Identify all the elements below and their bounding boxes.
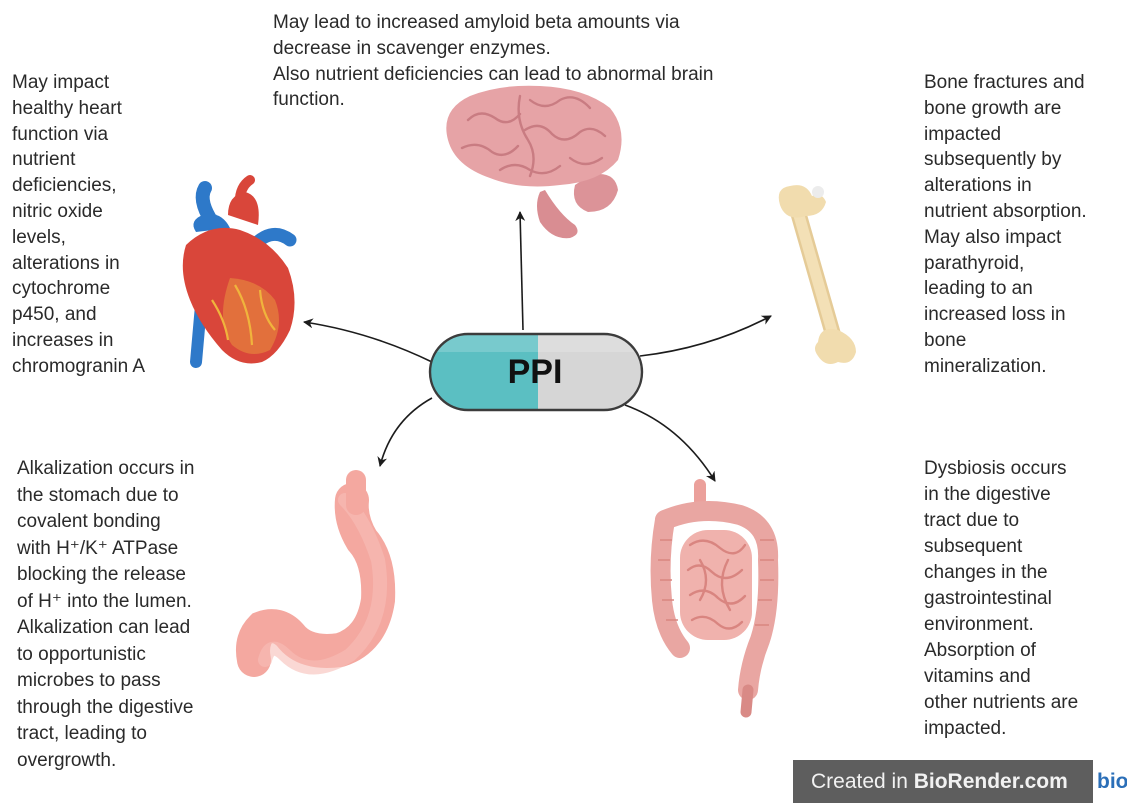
pill-label: PPI [480,350,590,394]
intestine-effect-text: Dysbiosis occurs in the digestive tract … [924,456,1078,742]
badge-brand: BioRender.com [914,770,1068,793]
bone-effect-text: Bone fractures and bone growth are impac… [924,70,1087,380]
arrow-to-brain [520,212,523,330]
brain-effect-text: May lead to increased amyloid beta amoun… [273,10,713,113]
bone-icon [779,185,856,364]
heart-icon [183,180,295,364]
stomach-icon [253,480,380,668]
arrow-to-intestine [625,405,715,481]
biorender-badge[interactable]: Created in BioRender.com bio [793,760,1127,803]
arrow-to-heart [304,322,432,362]
intestine-icon [658,485,774,712]
biorender-logo-icon: bio [1093,760,1127,803]
arrow-to-stomach [380,398,432,466]
badge-prefix: Created in [811,770,914,793]
arrow-to-bone [640,316,771,356]
heart-effect-text: May impact healthy heart function via nu… [12,70,145,380]
stomach-effect-text: Alkalization occurs in the stomach due t… [17,456,194,774]
